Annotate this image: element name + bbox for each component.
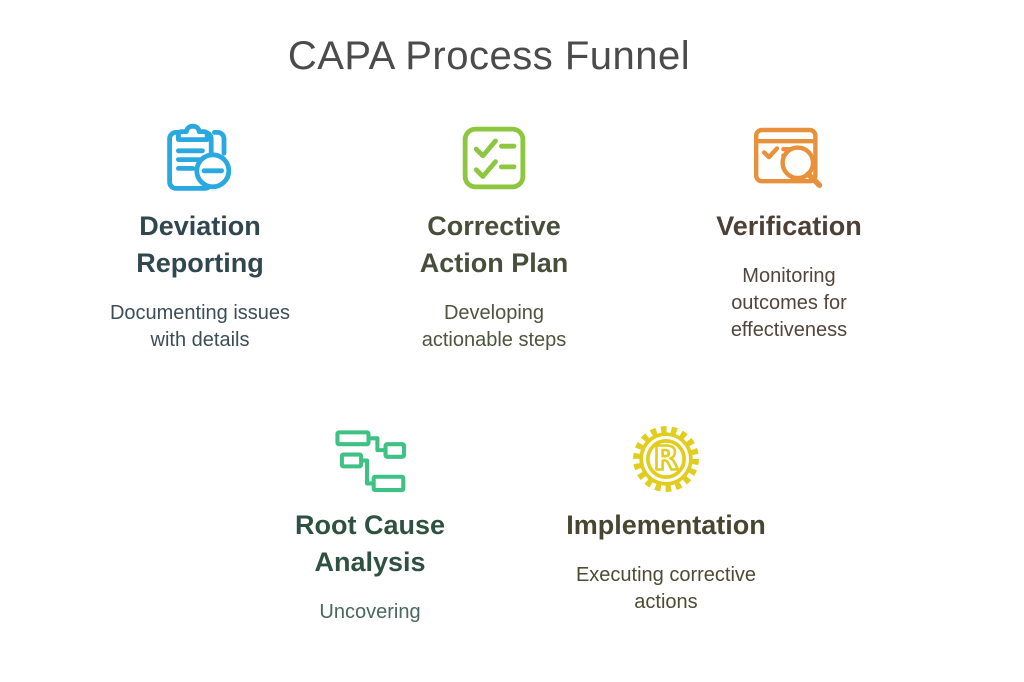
step-icon-wrap — [160, 112, 240, 204]
step-desc-line: outcomes for — [731, 292, 847, 314]
step-description: Monitoring outcomes for effectiveness — [731, 263, 847, 344]
gear-r-icon: R — [633, 426, 699, 492]
step-title: Implementation — [566, 507, 766, 544]
step-desc-line: Developing — [443, 302, 545, 324]
step-title-line: Reporting — [136, 248, 264, 278]
step-verification: Verification Monitoring outcomes for eff… — [659, 112, 919, 344]
page-title: CAPA Process Funnel — [287, 34, 691, 78]
step-icon-wrap — [332, 416, 408, 502]
step-corrective-action-plan: Corrective Action Plan Developing action… — [364, 112, 624, 354]
step-desc-line: Executing corrective — [575, 564, 757, 586]
step-icon-wrap — [749, 112, 829, 204]
step-description: Executing corrective actions — [576, 562, 756, 616]
step-desc-line: effectiveness — [730, 319, 848, 341]
step-desc-line: Documenting issues — [109, 302, 291, 324]
step-title: Corrective Action Plan — [420, 208, 569, 282]
step-desc-line: actionable steps — [421, 329, 567, 351]
window-search-icon — [754, 127, 823, 188]
step-icon-wrap: R — [629, 416, 703, 502]
step-title-line: Corrective — [427, 211, 561, 241]
step-description: Uncovering — [319, 599, 420, 626]
step-title: Verification — [716, 208, 862, 245]
step-desc-line: Uncovering — [319, 601, 421, 623]
step-title-line: Verification — [716, 211, 862, 241]
step-title-line: Deviation — [139, 211, 261, 241]
svg-text:R: R — [653, 439, 678, 477]
step-desc-line: Monitoring — [742, 265, 836, 287]
step-title-line: Action Plan — [419, 248, 569, 278]
step-icon-wrap — [457, 112, 531, 204]
flowchart-icon — [335, 430, 407, 493]
step-title: Root Cause Analysis — [295, 507, 445, 581]
step-description: Documenting issues with details — [110, 300, 290, 354]
step-deviation-reporting: Deviation Reporting Documenting issues w… — [70, 112, 330, 354]
step-title-line: Analysis — [314, 547, 426, 577]
step-implementation: R Implementation Executing corrective ac… — [536, 416, 796, 616]
step-title: Deviation Reporting — [136, 208, 264, 282]
step-title-line: Implementation — [566, 510, 766, 540]
step-desc-line: actions — [634, 591, 698, 613]
step-description: Developing actionable steps — [422, 300, 567, 354]
step-title-line: Root Cause — [294, 510, 446, 540]
checklist-icon — [462, 126, 526, 190]
step-root-cause-analysis: Root Cause Analysis Uncovering — [240, 416, 500, 626]
step-desc-line: with details — [150, 329, 250, 351]
clipboard-minus-icon — [167, 123, 232, 191]
